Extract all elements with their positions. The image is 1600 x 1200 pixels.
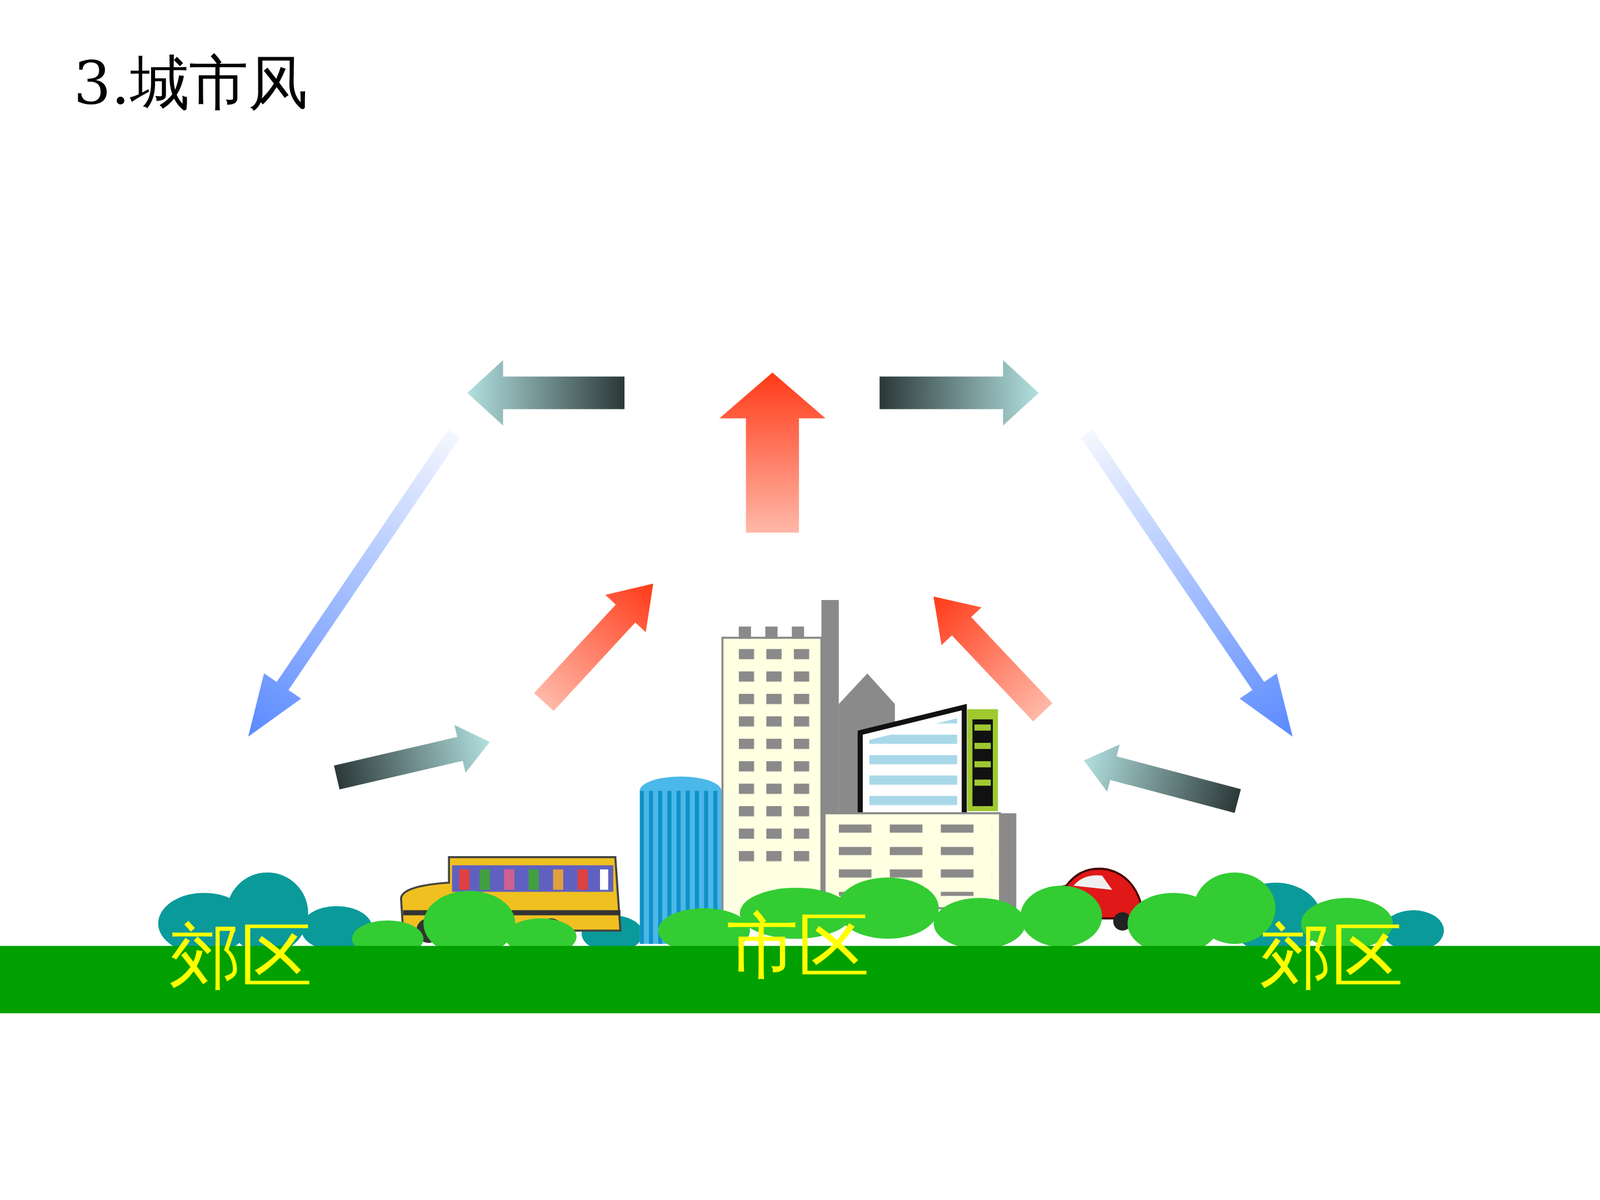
suburb-label: 郊区 xyxy=(1260,920,1403,993)
city-buildings xyxy=(640,600,1017,944)
sinking-arrow xyxy=(1068,421,1312,750)
surface-inflow-arrow xyxy=(1077,736,1245,825)
rising-arrow xyxy=(913,577,1063,732)
surface-inflow-arrow xyxy=(331,718,495,802)
upper-outflow-arrow xyxy=(467,360,625,426)
city-label: 市区 xyxy=(726,910,870,982)
sinking-arrow xyxy=(229,421,473,750)
trees xyxy=(352,872,1393,957)
upper-outflow-arrow xyxy=(879,360,1039,426)
rising-arrow xyxy=(523,565,674,722)
suburb-label: 郊区 xyxy=(169,920,313,993)
title: 3.城市风 xyxy=(73,53,308,113)
rising-arrow xyxy=(719,372,826,533)
